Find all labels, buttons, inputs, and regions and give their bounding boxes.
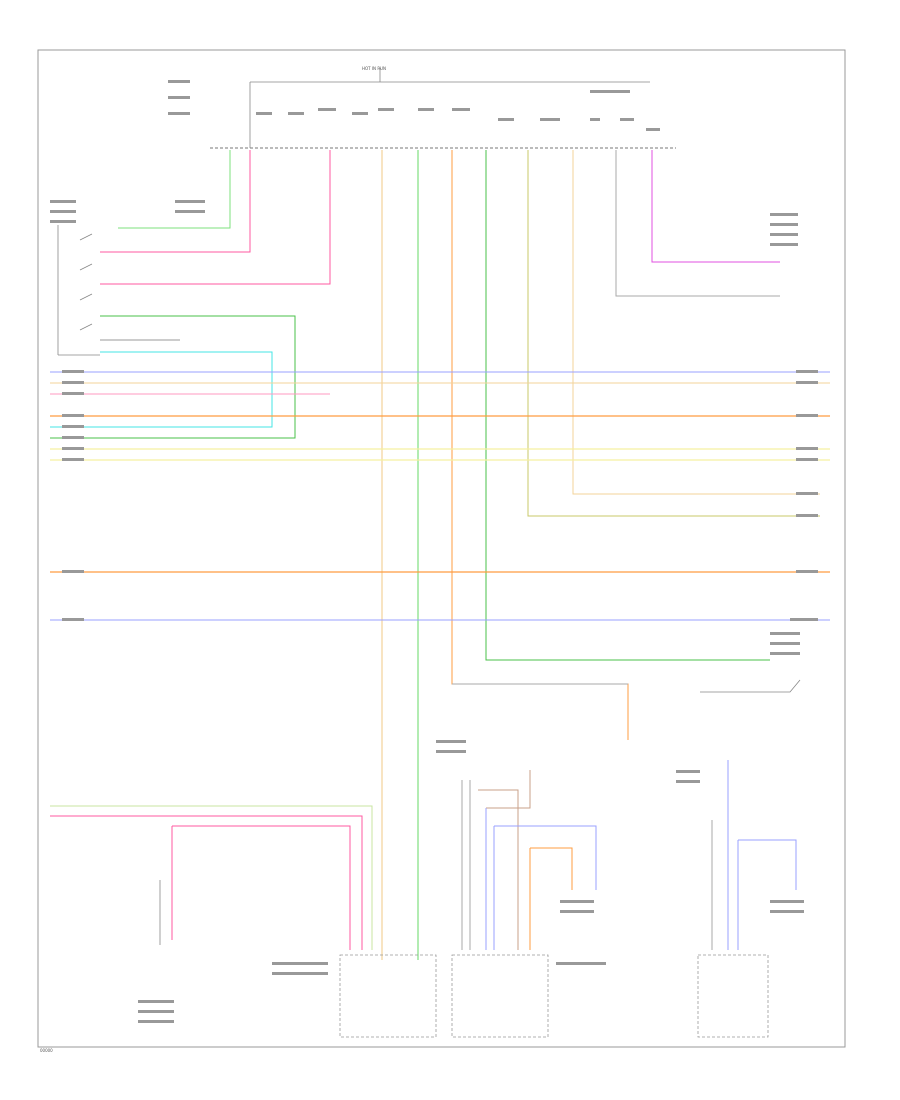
wire-pink-bottom-2 [172,825,351,950]
wire-cyan-loop [50,351,273,428]
wire-gray-right [615,150,780,297]
wire-pink-bottom [50,815,363,950]
wire-magenta-right [651,150,780,263]
right-wire-labels [770,213,818,655]
ground-switch-right [700,679,801,693]
left-switch-block [57,225,100,356]
module-box-mid [451,954,549,1038]
module-box-left [339,954,437,1038]
bottom-right-wires [711,760,797,950]
wire-green-loop [50,315,296,439]
left-switch-labels [50,200,205,223]
diagram-border [37,49,846,1048]
top-fuse-label: HOT IN RUN [362,66,386,71]
diagram-code: 00000 [40,1048,53,1053]
top-pin-labels [168,80,660,131]
wire-green-right [485,150,770,661]
bottom-labels [138,740,804,1023]
wire-pink-top [100,150,251,253]
wire-yellow-right-1 [527,150,820,517]
wire-pink-mid [100,150,331,285]
wire-yellow-right-2 [572,150,820,495]
left-wire-labels [62,370,84,621]
module-box-right [697,954,769,1038]
wire-green-bottom [50,805,373,950]
wire-orange-vert [451,150,629,740]
wire-green-top [118,150,231,229]
bottom-mid-wires [461,770,597,950]
